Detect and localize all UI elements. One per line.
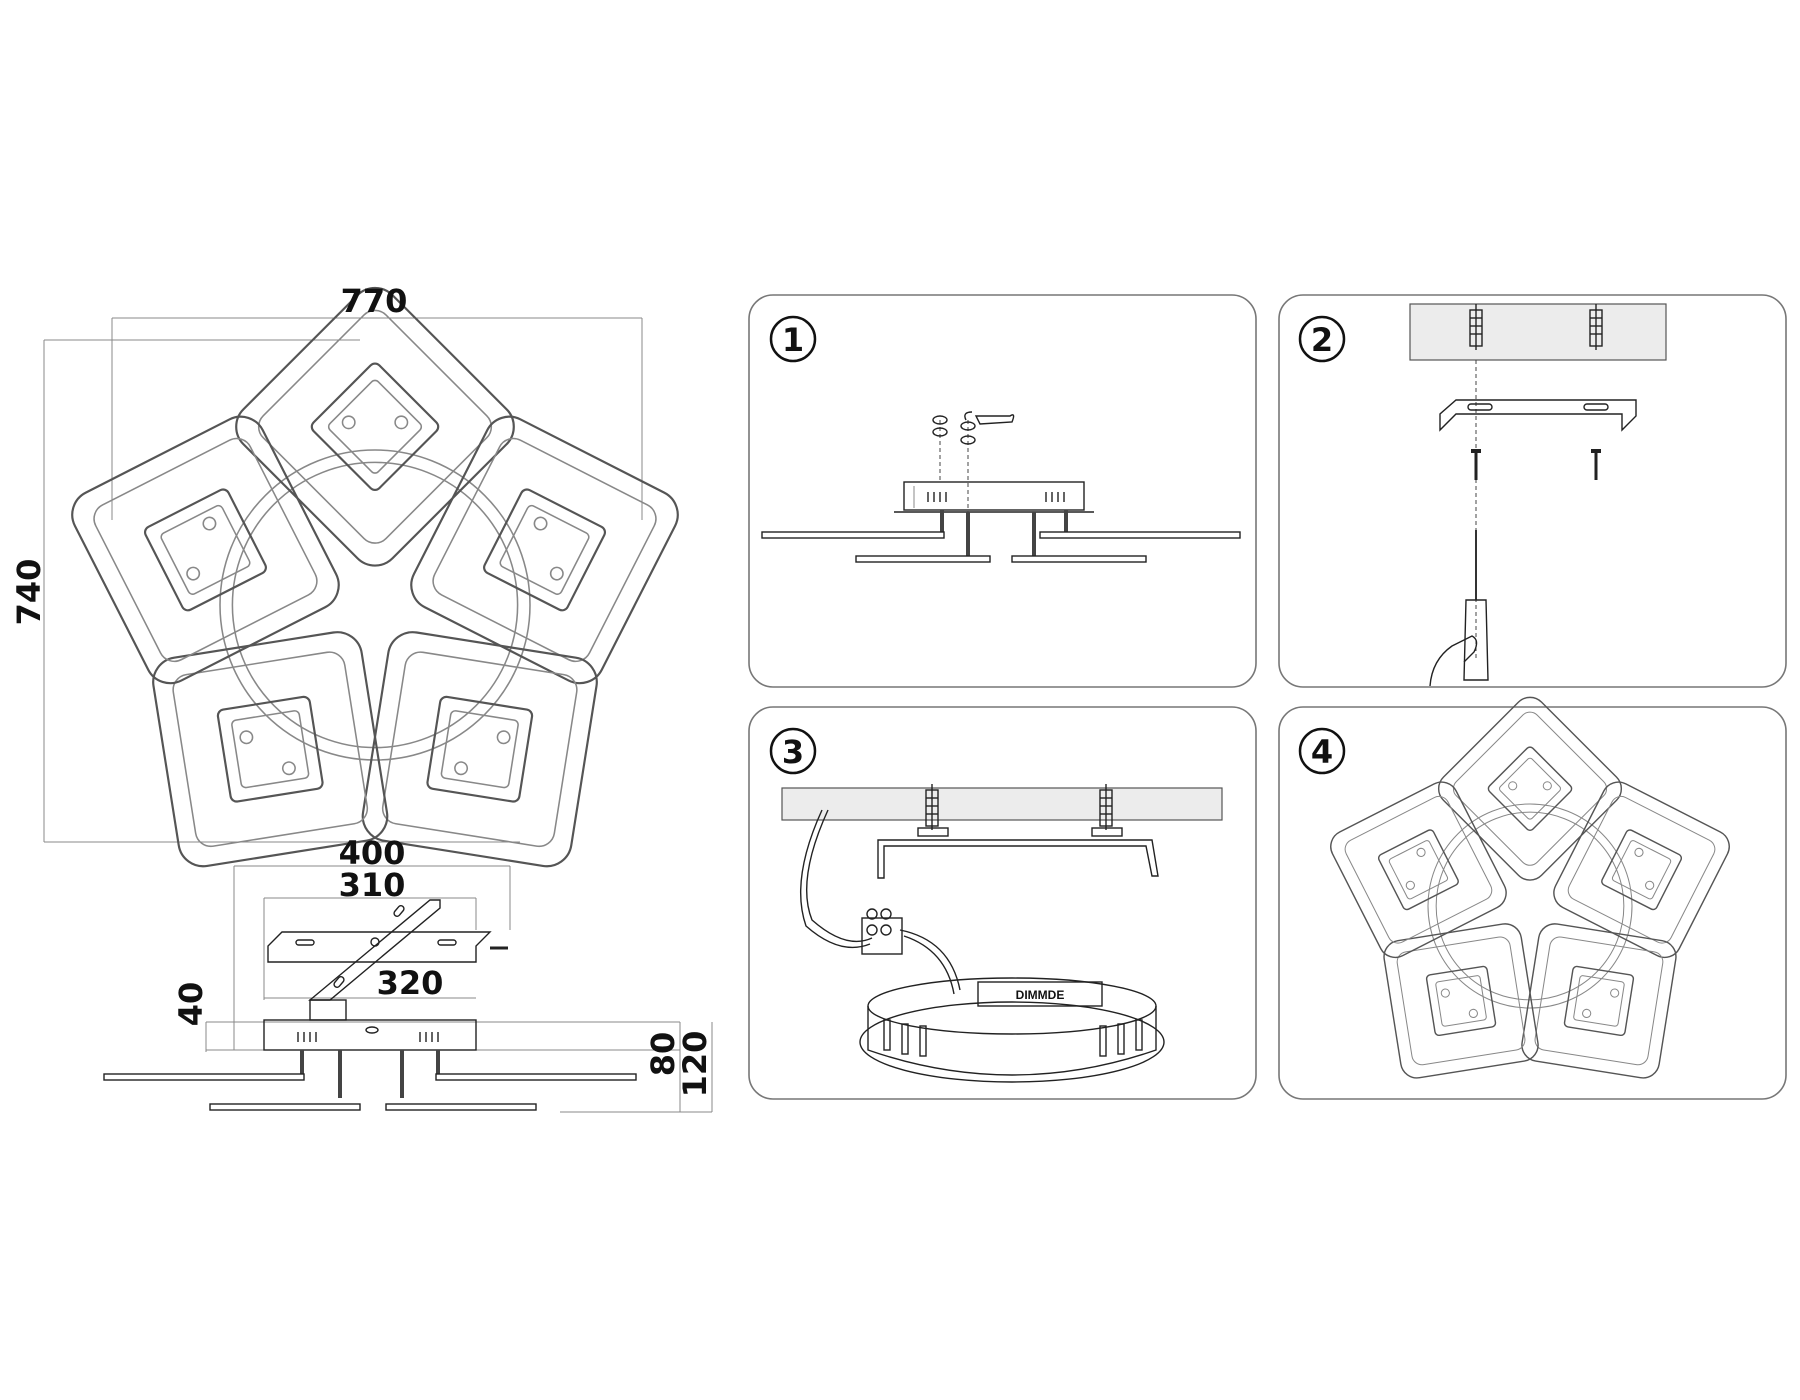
step-4-badge (1298, 727, 1346, 775)
width-dimension: 770 (341, 282, 408, 320)
mounting-bracket (267, 931, 492, 963)
bracket-holes-dimension: 310 (339, 866, 406, 904)
bracket-total-dimension: 400 (339, 834, 406, 872)
dimmer-label-box (977, 981, 1103, 1007)
lamp-base (903, 481, 1085, 511)
step-3-number: 3 (782, 733, 804, 771)
step-2-panel: 2 (1278, 294, 1787, 688)
body-height-dimension: 80 (644, 1032, 682, 1077)
step-2-number: 2 (1311, 321, 1333, 359)
step-1-number: 1 (782, 321, 804, 359)
mounting-bracket (877, 839, 1159, 879)
gap-dimension: 40 (172, 982, 210, 1027)
screwdriver-icon (1463, 599, 1489, 681)
hand-icon (1429, 635, 1478, 687)
total-height-dimension: 120 (676, 1031, 714, 1098)
step-3-panel: 3 DIMMDE (748, 706, 1257, 1100)
base-length-dimension: 320 (377, 964, 444, 1002)
side-view-drawing: 400 310 320 40 80 120 (103, 834, 714, 1113)
height-dimension: 740 (10, 559, 48, 626)
step-4-panel: 4 (1278, 691, 1787, 1100)
dimmer-label: DIMMDE (1016, 988, 1065, 1002)
lamp-body (263, 1019, 477, 1051)
step-2-badge (1298, 315, 1346, 363)
step-1-badge (769, 315, 817, 363)
step-1-panel: 1 (748, 294, 1257, 688)
lamp-base (867, 977, 1157, 1035)
ceiling-slab (1409, 303, 1667, 361)
top-view-drawing: 770 740 (10, 278, 686, 870)
ceiling-slab (781, 787, 1223, 821)
step-4-number: 4 (1311, 733, 1333, 771)
mounting-bracket (1439, 399, 1637, 432)
step-3-badge (769, 727, 817, 775)
